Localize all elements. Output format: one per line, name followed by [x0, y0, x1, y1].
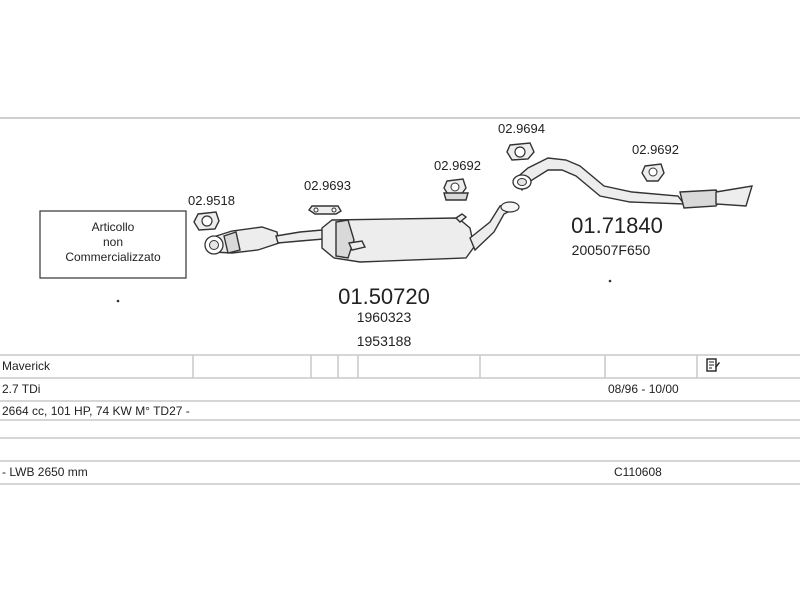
part-number-middle: 01.50720: [338, 284, 430, 309]
table-grid: [0, 354, 800, 485]
rear-pipe-tail-silencer[interactable]: [512, 157, 753, 209]
dot-marker: [608, 279, 612, 283]
hanger-02-9692-left[interactable]: [443, 178, 469, 201]
code-cell: C110608: [614, 465, 662, 479]
hanger-02-9692-right[interactable]: [641, 163, 665, 182]
oem-number-middle-2: 1953188: [357, 333, 412, 349]
notice-line-3: Commercializzato: [65, 250, 161, 264]
notice-line-1: Articollo: [92, 220, 135, 234]
edit-note-icon[interactable]: [706, 358, 720, 373]
spec-cell: 2664 cc, 101 HP, 74 KW M° TD27 -: [2, 404, 190, 418]
oem-number-middle-1: 1960323: [357, 309, 412, 325]
model-cell: Maverick: [2, 359, 51, 373]
oem-number-rear: 200507F650: [572, 242, 651, 258]
body-cell: - LWB 2650 mm: [2, 465, 88, 479]
dot-marker: [116, 299, 120, 303]
table-row: Maverick: [0, 355, 800, 377]
hanger-02-9693[interactable]: [307, 205, 342, 215]
part-ref-02-9693: 02.9693: [304, 178, 351, 193]
table-row: 2664 cc, 101 HP, 74 KW M° TD27 -: [0, 400, 800, 422]
notice-line-2: non: [103, 235, 123, 249]
middle-silencer[interactable]: [321, 201, 520, 263]
engine-cell: 2.7 TDi: [2, 382, 41, 396]
gasket-02-9694[interactable]: [506, 142, 535, 161]
part-ref-02-9518: 02.9518: [188, 193, 235, 208]
part-ref-02-9694: 02.9694: [498, 121, 545, 136]
part-ref-02-9692-left: 02.9692: [434, 158, 481, 173]
years-cell: 08/96 - 10/00: [608, 382, 679, 396]
part-ref-02-9692-right: 02.9692: [632, 142, 679, 157]
not-sold-notice: Articollo non Commercializzato: [39, 210, 187, 279]
table-row: - LWB 2650 mm C110608: [0, 461, 800, 483]
gasket-02-9518[interactable]: [193, 211, 220, 231]
front-pipe-section[interactable]: [204, 226, 325, 255]
part-number-rear: 01.71840: [571, 213, 663, 238]
table-row: 2.7 TDi 08/96 - 10/00: [0, 378, 800, 400]
